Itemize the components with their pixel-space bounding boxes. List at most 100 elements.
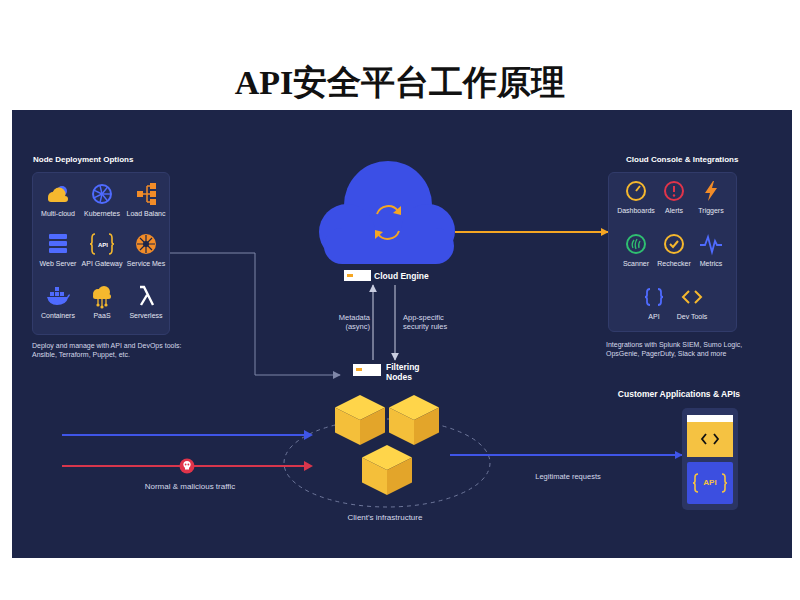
- infrastructure-boundary: [284, 419, 490, 507]
- icon-label: Load Balanc: [124, 209, 168, 218]
- lb-box: [137, 191, 143, 197]
- icon-tile: Containers: [36, 283, 80, 323]
- icon-tile: Metrics: [691, 231, 731, 271]
- node-heading: Cloud Engine: [374, 271, 429, 281]
- icon-label: Kubernetes: [80, 209, 124, 218]
- group-panel: Cloud Console & IntegrationsDashboardsAl…: [608, 172, 737, 332]
- cube-right: [360, 408, 385, 446]
- item-icon: [641, 284, 667, 310]
- icon-label: Containers: [36, 311, 80, 320]
- sync-head: [393, 206, 401, 215]
- chevron-pair: [683, 291, 701, 303]
- chevron-pair: [702, 434, 718, 444]
- cloud-base: [48, 196, 68, 202]
- icon-label: Dashboards: [616, 206, 656, 215]
- icon-tile: Scanner: [616, 231, 656, 271]
- icon-tile: Dev Tools: [672, 284, 712, 324]
- icon-label: API: [634, 312, 674, 321]
- icon-tile: Alerts: [654, 178, 694, 218]
- filtering-nodes: Filtering Nodes: [340, 360, 450, 500]
- cube-left: [389, 408, 414, 446]
- icon-label: Web Server: [36, 259, 80, 268]
- container-block: [60, 292, 64, 296]
- alert-dot: [673, 194, 675, 196]
- cube-right: [387, 458, 412, 496]
- server-unit: [49, 248, 67, 253]
- icon-tile: Web Server: [36, 231, 80, 271]
- icon-tile: Dashboards: [616, 178, 656, 218]
- wheel-spoke: [102, 187, 108, 194]
- item-icon: [679, 284, 705, 310]
- icon-tile: Triggers: [691, 178, 731, 218]
- container-block: [55, 292, 59, 296]
- lambda-glyph: [140, 287, 153, 305]
- icon-tile: Kubernetes: [80, 181, 124, 221]
- skull-eye: [185, 464, 187, 466]
- cloud-node: [104, 303, 107, 306]
- icon-label: Rechecker: [654, 259, 694, 268]
- icon-tile: API Gateway: [80, 231, 124, 271]
- note-label: Normal & malicious traffic: [115, 482, 265, 492]
- item-icon: [89, 181, 115, 207]
- icon-tile: Serverless: [124, 283, 168, 323]
- gauge-needle: [636, 186, 640, 191]
- wheel-spoke: [100, 185, 102, 194]
- skull-eye: [188, 464, 190, 466]
- edge-label: Legitimate requests: [508, 472, 628, 481]
- container-block: [55, 287, 59, 291]
- item-icon: [698, 231, 724, 257]
- item-icon: [133, 283, 159, 309]
- icon-label: Multi-cloud: [36, 209, 80, 218]
- app-frame: Customer Applications & APIsAPI: [682, 408, 738, 510]
- icon-tile: API: [634, 284, 674, 324]
- skull-jaw: [185, 466, 189, 470]
- scan-print: [632, 239, 640, 249]
- lightning: [705, 181, 717, 201]
- item-icon: [45, 231, 71, 257]
- icon-label: Serverless: [124, 311, 168, 320]
- node-heading: Cloud Console & Integrations: [626, 155, 738, 164]
- alert-ring: [665, 182, 683, 200]
- item-icon: [45, 283, 71, 309]
- wheel-spoke: [94, 194, 102, 198]
- note-label: Deploy and manage with API and DevOps to…: [32, 341, 184, 359]
- cube-right: [414, 408, 439, 446]
- node-heading: Node Deployment Options: [33, 155, 133, 164]
- item-icon: [661, 231, 687, 257]
- brand-logo-mark: [356, 368, 362, 371]
- icon-label: Service Mes: [124, 259, 168, 268]
- cloud-node: [100, 305, 103, 308]
- skull-badge: [180, 459, 195, 474]
- note-label: Client's infrastructure: [325, 513, 445, 523]
- flow-arrow: [395, 285, 396, 360]
- node-heading: Filtering Nodes: [386, 362, 436, 382]
- cube-stack: [335, 395, 439, 495]
- icon-tile: Rechecker: [654, 231, 694, 271]
- check-mark: [670, 241, 678, 247]
- icon-label: PaaS: [80, 311, 124, 320]
- icon-label: Scanner: [616, 259, 656, 268]
- flow-arrow: [450, 454, 682, 456]
- window-body: [687, 422, 733, 457]
- cube-left: [335, 408, 360, 446]
- flow-arrow: [455, 231, 608, 233]
- icon-label: Triggers: [691, 206, 731, 215]
- icon-label: Dev Tools: [672, 312, 712, 321]
- node-heading: Customer Applications & APIs: [610, 389, 740, 400]
- server-unit: [49, 234, 67, 239]
- group-panel: Node Deployment OptionsMulti-cloudKubern…: [32, 172, 170, 335]
- page-title: API安全平台工作原理: [0, 60, 800, 106]
- item-icon: [623, 178, 649, 204]
- brand-logo-mark: [347, 274, 353, 277]
- code-block-icon: [687, 415, 733, 457]
- normal-traffic-line: [62, 434, 305, 436]
- edge-label: Metadata (async): [312, 313, 372, 331]
- mesh-lines: [137, 235, 155, 253]
- cloud-engine: Cloud Engine: [320, 158, 455, 285]
- mesh-hub: [143, 241, 149, 247]
- check-ring: [665, 235, 683, 253]
- icon-tile: Load Balanc: [124, 181, 168, 221]
- item-icon: [623, 231, 649, 257]
